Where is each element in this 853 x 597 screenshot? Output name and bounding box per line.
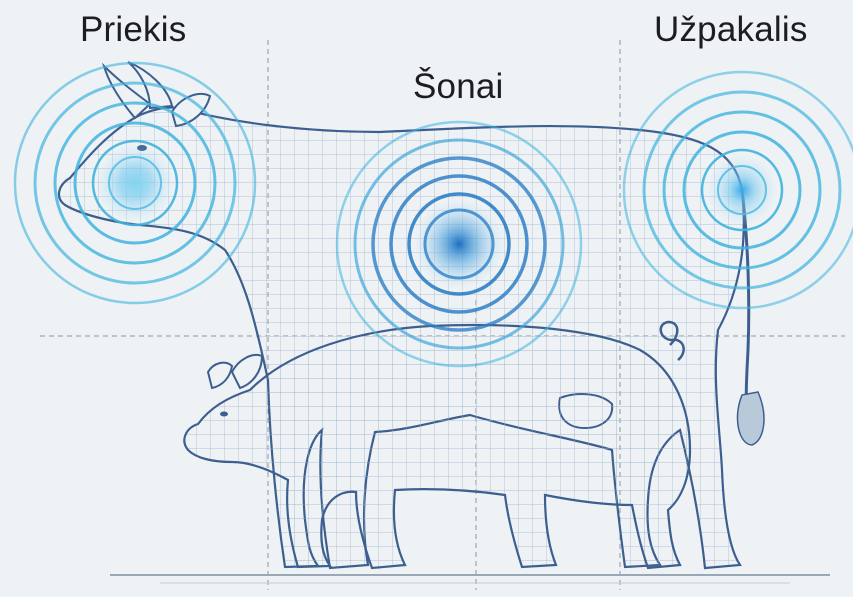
cow-tail-tuft bbox=[737, 392, 763, 445]
pig-eye bbox=[220, 412, 228, 417]
sides-zone-rings bbox=[337, 122, 581, 366]
pig-ear-back bbox=[208, 363, 232, 388]
label-sides: Šonai bbox=[413, 67, 504, 107]
label-rear: Užpakalis bbox=[654, 10, 808, 50]
pig-illustration bbox=[184, 322, 690, 568]
label-front: Priekis bbox=[80, 10, 186, 50]
